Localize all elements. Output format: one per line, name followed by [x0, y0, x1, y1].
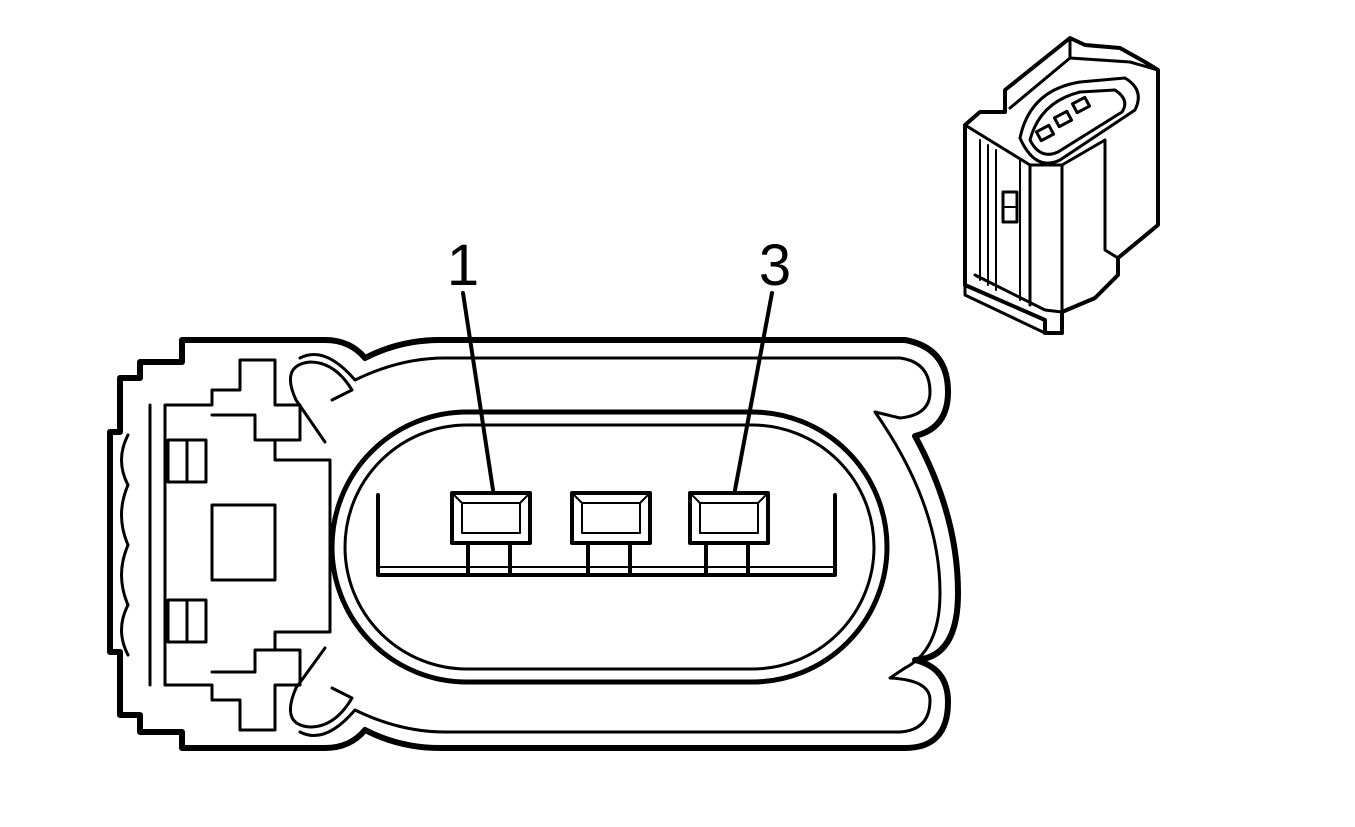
cavity-outer-oval [329, 409, 890, 685]
lower-clip-loop [288, 686, 354, 729]
iso-socket-rim [1018, 76, 1140, 165]
terminal-3-inner [689, 492, 769, 534]
pin-label-1: 1 [447, 233, 479, 298]
terminal-3-stem [704, 541, 750, 577]
locking-latch [120, 358, 332, 732]
pin-cavity [329, 409, 890, 685]
connector-isometric-view [963, 36, 1160, 335]
terminal-2-inner [571, 492, 651, 534]
iso-side-face [963, 123, 1120, 314]
leader-line-pin-3 [733, 291, 774, 492]
terminal-2 [570, 491, 652, 577]
iso-terminal-2 [1052, 109, 1074, 129]
latch-ribs [120, 433, 130, 657]
iso-terminal-1 [1034, 123, 1056, 143]
iso-latch-ribs [979, 139, 1021, 301]
latch-step-upper [210, 413, 277, 442]
terminal-2-stem [586, 541, 632, 577]
terminal-1-head [450, 491, 532, 545]
iso-base-flange [963, 273, 1064, 335]
housing-inner-rim [298, 353, 942, 737]
terminal-1-inner [451, 492, 531, 534]
pin-label-3: 3 [759, 233, 791, 298]
iso-top-face [1003, 36, 1160, 114]
connector-housing [107, 337, 961, 751]
terminal-3 [688, 491, 770, 577]
iso-socket-inner [1028, 88, 1127, 156]
latch-tab [210, 503, 277, 582]
terminal-2-head [570, 491, 652, 545]
upper-clip-loop [288, 360, 354, 402]
terminal-3-head [688, 491, 770, 545]
housing-outer-outline [107, 337, 961, 751]
iso-terminal-3 [1070, 95, 1092, 115]
leader-line-pin-1 [461, 291, 495, 492]
terminal-1-stem [466, 541, 512, 577]
cavity-inner-oval [343, 423, 876, 671]
latch-outline [163, 358, 332, 732]
latch-step-lower [210, 648, 277, 674]
terminal-1 [450, 491, 532, 577]
